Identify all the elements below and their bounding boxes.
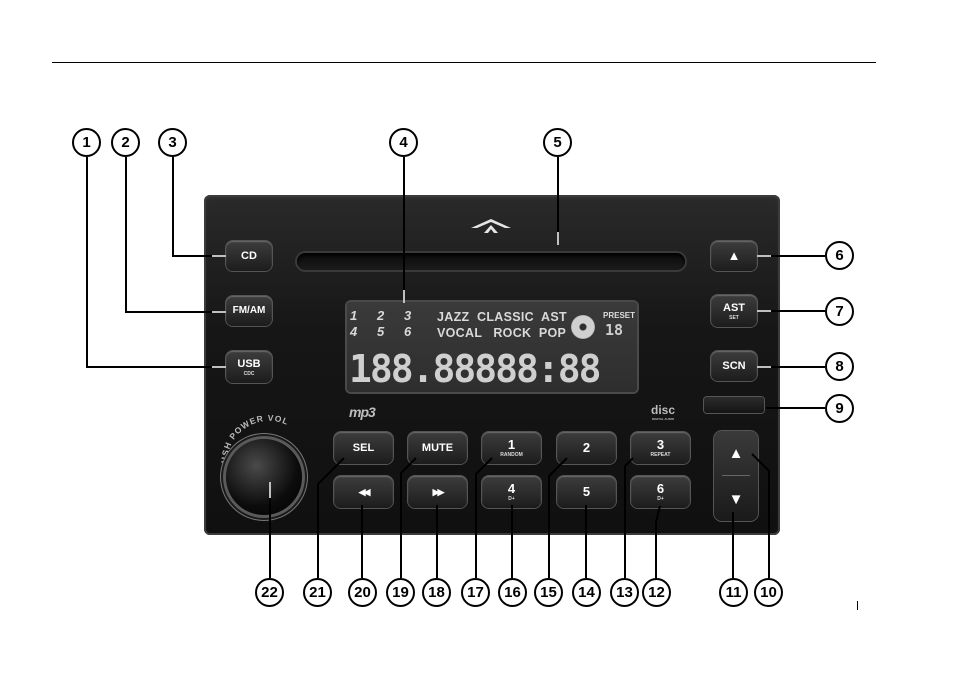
up-button[interactable]: ▲ [714, 431, 758, 475]
callout-8: 8 [825, 352, 854, 381]
preset-5-label: 5 [583, 486, 590, 498]
preset-6-sublabel: D+ [657, 496, 664, 502]
fast-forward-icon: ▶▶ [433, 486, 443, 498]
eject-icon: ▲ [728, 250, 741, 262]
callout-12: 12 [642, 578, 671, 607]
preset-6-button[interactable]: 6 D+ [631, 476, 690, 508]
preset-1-label: 1 [508, 439, 515, 451]
preset-6-label: 6 [657, 483, 664, 495]
preset-1-sublabel: RANDOM [500, 452, 523, 458]
brand-logo-icon [468, 216, 514, 236]
callout-18: 18 [422, 578, 451, 607]
scn-button-label: SCN [722, 360, 745, 372]
cd-disc-icon [571, 315, 595, 339]
compact-disc-logo-text: disc [651, 403, 675, 417]
ast-button-sublabel: SET [729, 315, 739, 321]
preset-3-button[interactable]: 3 REPEAT [631, 432, 690, 464]
usb-port[interactable] [704, 397, 764, 413]
sel-button[interactable]: SEL [334, 432, 393, 464]
rewind-icon: ◀◀ [359, 486, 369, 498]
disc-indicator-1: 1 [350, 308, 357, 323]
scn-button[interactable]: SCN [711, 351, 757, 381]
power-volume-knob[interactable] [226, 439, 302, 515]
callout-16: 16 [498, 578, 527, 607]
up-arrow-icon: ▲ [729, 445, 744, 462]
callout-6: 6 [825, 241, 854, 270]
mp3-logo: mp3 [349, 404, 375, 420]
down-button[interactable]: ▼ [714, 477, 758, 521]
callout-22: 22 [255, 578, 284, 607]
preset-2-button[interactable]: 2 [557, 432, 616, 464]
preset-3-sublabel: REPEAT [651, 452, 671, 458]
disc-indicator-4: 4 [350, 324, 357, 339]
ast-button-label: AST [723, 302, 745, 314]
ast-button[interactable]: AST SET [711, 295, 757, 327]
callout-7: 7 [825, 297, 854, 326]
preset-label: PRESET [603, 311, 635, 320]
callout-19: 19 [386, 578, 415, 607]
usb-button-label: USB [237, 358, 260, 370]
callout-20: 20 [348, 578, 377, 607]
down-arrow-icon: ▼ [729, 491, 744, 508]
fm-am-button[interactable]: FM/AM [226, 296, 272, 326]
preset-2-label: 2 [583, 442, 590, 454]
callout-21: 21 [303, 578, 332, 607]
usb-button[interactable]: USB CDC [226, 351, 272, 383]
preset-4-sublabel: D+ [508, 496, 515, 502]
header-rule [52, 62, 876, 63]
callout-10: 10 [754, 578, 783, 607]
up-down-divider [722, 475, 750, 476]
compact-disc-logo: disc DIGITAL AUDIO [651, 403, 675, 421]
up-down-button-group: ▲ ▼ [714, 431, 758, 521]
sel-button-label: SEL [353, 442, 374, 454]
mode-labels-row1: JAZZ CLASSIC AST [437, 310, 567, 324]
callout-11: 11 [719, 578, 748, 607]
preset-3-label: 3 [657, 439, 664, 451]
segment-readout: 188.88888:88 [349, 347, 635, 391]
callout-9: 9 [825, 394, 854, 423]
fm-am-button-label: FM/AM [233, 305, 266, 317]
callout-3: 3 [158, 128, 187, 157]
usb-button-sublabel: CDC [244, 371, 255, 377]
preset-digits: 18 [605, 321, 623, 339]
rewind-button[interactable]: ◀◀ [334, 476, 393, 508]
compact-disc-logo-sub: DIGITAL AUDIO [651, 417, 675, 421]
cd-button[interactable]: CD [226, 241, 272, 271]
preset-4-label: 4 [508, 483, 515, 495]
callout-14: 14 [572, 578, 601, 607]
lcd-display: 1 2 3 4 5 6 JAZZ CLASSIC AST VOCAL ROCK … [347, 302, 637, 392]
callout-13: 13 [610, 578, 639, 607]
mode-labels-row2: VOCAL ROCK POP [437, 326, 566, 340]
cd-slot [297, 253, 685, 270]
callout-1: 1 [72, 128, 101, 157]
disc-indicator-5: 5 [377, 324, 384, 339]
callout-2: 2 [111, 128, 140, 157]
mute-button[interactable]: MUTE [408, 432, 467, 464]
callout-15: 15 [534, 578, 563, 607]
preset-5-button[interactable]: 5 [557, 476, 616, 508]
disc-indicator-6: 6 [404, 324, 411, 339]
callout-5: 5 [543, 128, 572, 157]
page-tick-mark [857, 601, 858, 610]
eject-button[interactable]: ▲ [711, 241, 757, 271]
mute-button-label: MUTE [422, 442, 453, 454]
disc-indicator-2: 2 [377, 308, 384, 323]
callout-17: 17 [461, 578, 490, 607]
disc-indicator-3: 3 [404, 308, 411, 323]
preset-1-button[interactable]: 1 RANDOM [482, 432, 541, 464]
fast-forward-button[interactable]: ▶▶ [408, 476, 467, 508]
callout-4: 4 [389, 128, 418, 157]
cd-button-label: CD [241, 250, 257, 262]
preset-4-button[interactable]: 4 D+ [482, 476, 541, 508]
